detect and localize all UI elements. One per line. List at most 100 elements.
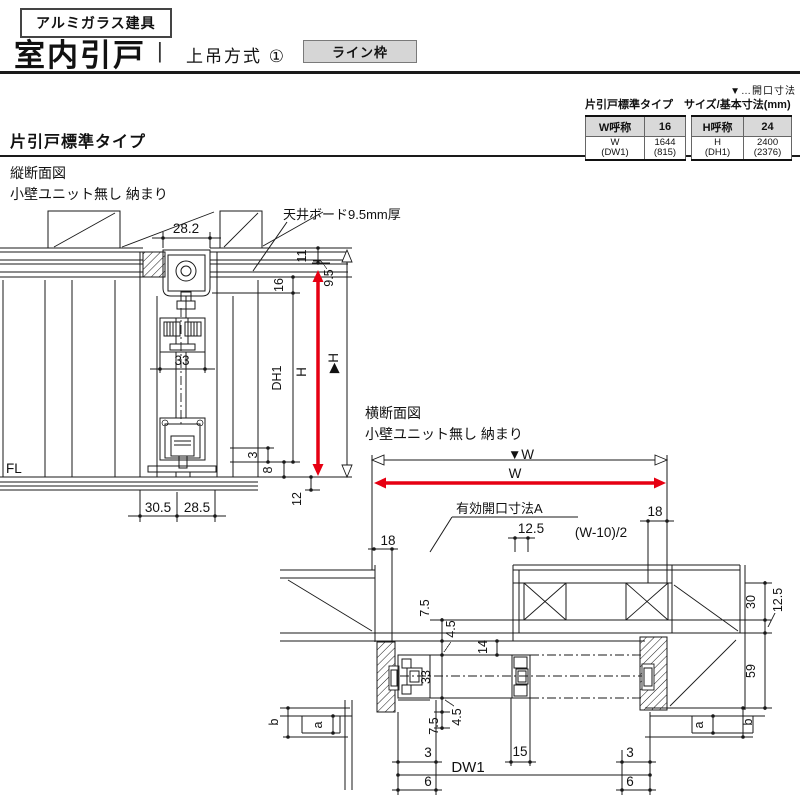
vs-right-dims: 11 16 9.5 DH1 3 8 12 xyxy=(212,246,353,506)
hs-dim-18-left: 18 xyxy=(368,533,398,570)
size-spec-table: 片引戸標準タイプ サイズ/基本寸法(mm) W呼称 16 W (DW1) 164… xyxy=(584,96,797,161)
hs-dim-18-right: 18 xyxy=(640,504,674,583)
svg-text:▶H: ▶H xyxy=(326,353,341,373)
door-top-rail xyxy=(159,317,206,353)
svg-text:28.5: 28.5 xyxy=(184,500,210,515)
h-size-value: 24 xyxy=(743,115,792,137)
svg-text:59: 59 xyxy=(744,664,758,678)
svg-text:30: 30 xyxy=(744,595,758,609)
svg-text:18: 18 xyxy=(380,533,395,548)
svg-text:b: b xyxy=(741,718,755,725)
svg-text:4.5: 4.5 xyxy=(450,708,464,725)
hs-dim-ab-left: a b xyxy=(267,706,335,739)
svg-text:7.5: 7.5 xyxy=(427,717,441,734)
hs-right-dims: 30 12.5 59 xyxy=(672,581,785,710)
header-rule xyxy=(0,71,800,74)
hs-frame-dims: 7.5 4.5 33 14 4.5 7.5 xyxy=(418,599,515,735)
vertical-section-title: 縦断面図 xyxy=(10,165,66,181)
h-spec-table: H呼称 24 H (DH1) 2400 (2376) xyxy=(690,115,792,161)
hs-door-leaf xyxy=(400,654,642,699)
ceiling-note-leader xyxy=(252,221,288,272)
hs-left-wall xyxy=(280,565,393,642)
svg-text:a: a xyxy=(692,721,706,728)
svg-text:4.5: 4.5 xyxy=(444,620,458,637)
svg-text:28.2: 28.2 xyxy=(173,221,199,236)
svg-text:7.5: 7.5 xyxy=(418,599,432,616)
page-title: 室内引戸 xyxy=(14,38,146,73)
svg-text:(W-10)/2: (W-10)/2 xyxy=(575,525,627,540)
vs-wall-lines xyxy=(2,252,259,477)
horizontal-section-drawing: ▼W W 有効開口寸法A 12.5 (W-10)/2 xyxy=(267,447,785,795)
svg-text:H: H xyxy=(294,367,309,377)
floor-lines xyxy=(0,476,258,491)
w-spec-table: W呼称 16 W (DW1) 1644 (815) xyxy=(584,115,686,161)
title-divider: | xyxy=(157,38,163,63)
hs-bottom-dims: 3 15 3 DW1 6 6 xyxy=(392,698,656,795)
h-row-label: H (DH1) xyxy=(690,136,745,161)
svg-text:8: 8 xyxy=(261,466,275,473)
svg-text:DH1: DH1 xyxy=(270,365,284,390)
vs-red-height-arrow xyxy=(312,270,324,476)
svg-text:DW1: DW1 xyxy=(451,759,484,776)
hs-right-wall xyxy=(430,564,746,710)
svg-text:有効開口寸法A: 有効開口寸法A xyxy=(456,501,543,516)
hs-left-post xyxy=(376,641,400,713)
frame-type-button[interactable]: ライン枠 xyxy=(303,40,417,63)
h-name-header: H呼称 xyxy=(690,115,745,137)
svg-text:15: 15 xyxy=(512,744,527,759)
hs-bottom-wall-left xyxy=(280,700,353,790)
vs-dim-33: 33 xyxy=(150,352,215,373)
svg-text:▼W: ▼W xyxy=(508,447,534,462)
section-heading: 片引戸標準タイプ xyxy=(10,134,147,151)
hs-effective-opening: 有効開口寸法A 12.5 (W-10)/2 xyxy=(429,501,627,553)
svg-text:11: 11 xyxy=(295,249,309,262)
h-row-value: 2400 (2376) xyxy=(743,136,792,161)
svg-text:12.5: 12.5 xyxy=(518,521,544,536)
opening-dimension-note: ▼…開口寸法 xyxy=(730,86,796,97)
svg-text:12.5: 12.5 xyxy=(771,588,785,612)
spec-table-title: 片引戸標準タイプ サイズ/基本寸法(mm) xyxy=(585,99,791,111)
svg-text:33: 33 xyxy=(174,353,189,368)
svg-text:a: a xyxy=(311,721,325,728)
w-row-value: 1644 (815) xyxy=(644,136,686,161)
vs-hatched-backing xyxy=(142,251,166,278)
w-name-header: W呼称 xyxy=(584,115,646,137)
svg-text:18: 18 xyxy=(647,504,662,519)
vertical-section-drawing: 天井ボード9.5mm厚 xyxy=(0,207,401,522)
hs-door-frame xyxy=(397,654,431,701)
category-tag: アルミガラス建具 xyxy=(20,8,172,38)
method-label: 上吊方式 ① xyxy=(186,47,286,66)
horizontal-section-title: 横断面図 xyxy=(365,405,421,421)
svg-text:33: 33 xyxy=(419,670,433,684)
hs-right-post xyxy=(639,636,668,711)
hs-dim-w: ▼W W xyxy=(370,447,669,583)
vertical-section-subtitle: 小壁ユニット無し 納まり xyxy=(10,186,168,202)
door-panel-section xyxy=(175,308,187,425)
ceiling-board xyxy=(0,247,348,278)
hs-red-width-arrow xyxy=(374,477,666,489)
svg-text:9.5: 9.5 xyxy=(322,269,336,286)
svg-text:6: 6 xyxy=(424,774,432,789)
svg-text:3: 3 xyxy=(246,451,260,458)
w-row-label: W (DW1) xyxy=(584,136,646,161)
svg-text:30.5: 30.5 xyxy=(145,500,171,515)
svg-text:3: 3 xyxy=(626,745,634,760)
door-bottom-rail xyxy=(147,417,217,478)
hanging-track xyxy=(162,249,211,318)
hs-dim-ab-right: a b xyxy=(692,706,755,739)
svg-text:6: 6 xyxy=(626,774,634,789)
horizontal-section-subtitle: 小壁ユニット無し 納まり xyxy=(365,426,523,442)
vs-dim-28-2: 28.2 xyxy=(152,221,221,248)
svg-text:12: 12 xyxy=(290,492,304,506)
ceiling-note-label: 天井ボード9.5mm厚 xyxy=(283,207,401,222)
vs-dim-305-285: 30.5 28.5 xyxy=(128,490,226,522)
svg-text:b: b xyxy=(267,718,281,725)
w-size-value: 16 xyxy=(644,115,686,137)
svg-text:3: 3 xyxy=(424,745,432,760)
section-rule xyxy=(0,155,800,157)
svg-text:14: 14 xyxy=(476,640,490,654)
svg-text:W: W xyxy=(509,466,522,481)
floor-level-label: FL xyxy=(6,461,22,476)
